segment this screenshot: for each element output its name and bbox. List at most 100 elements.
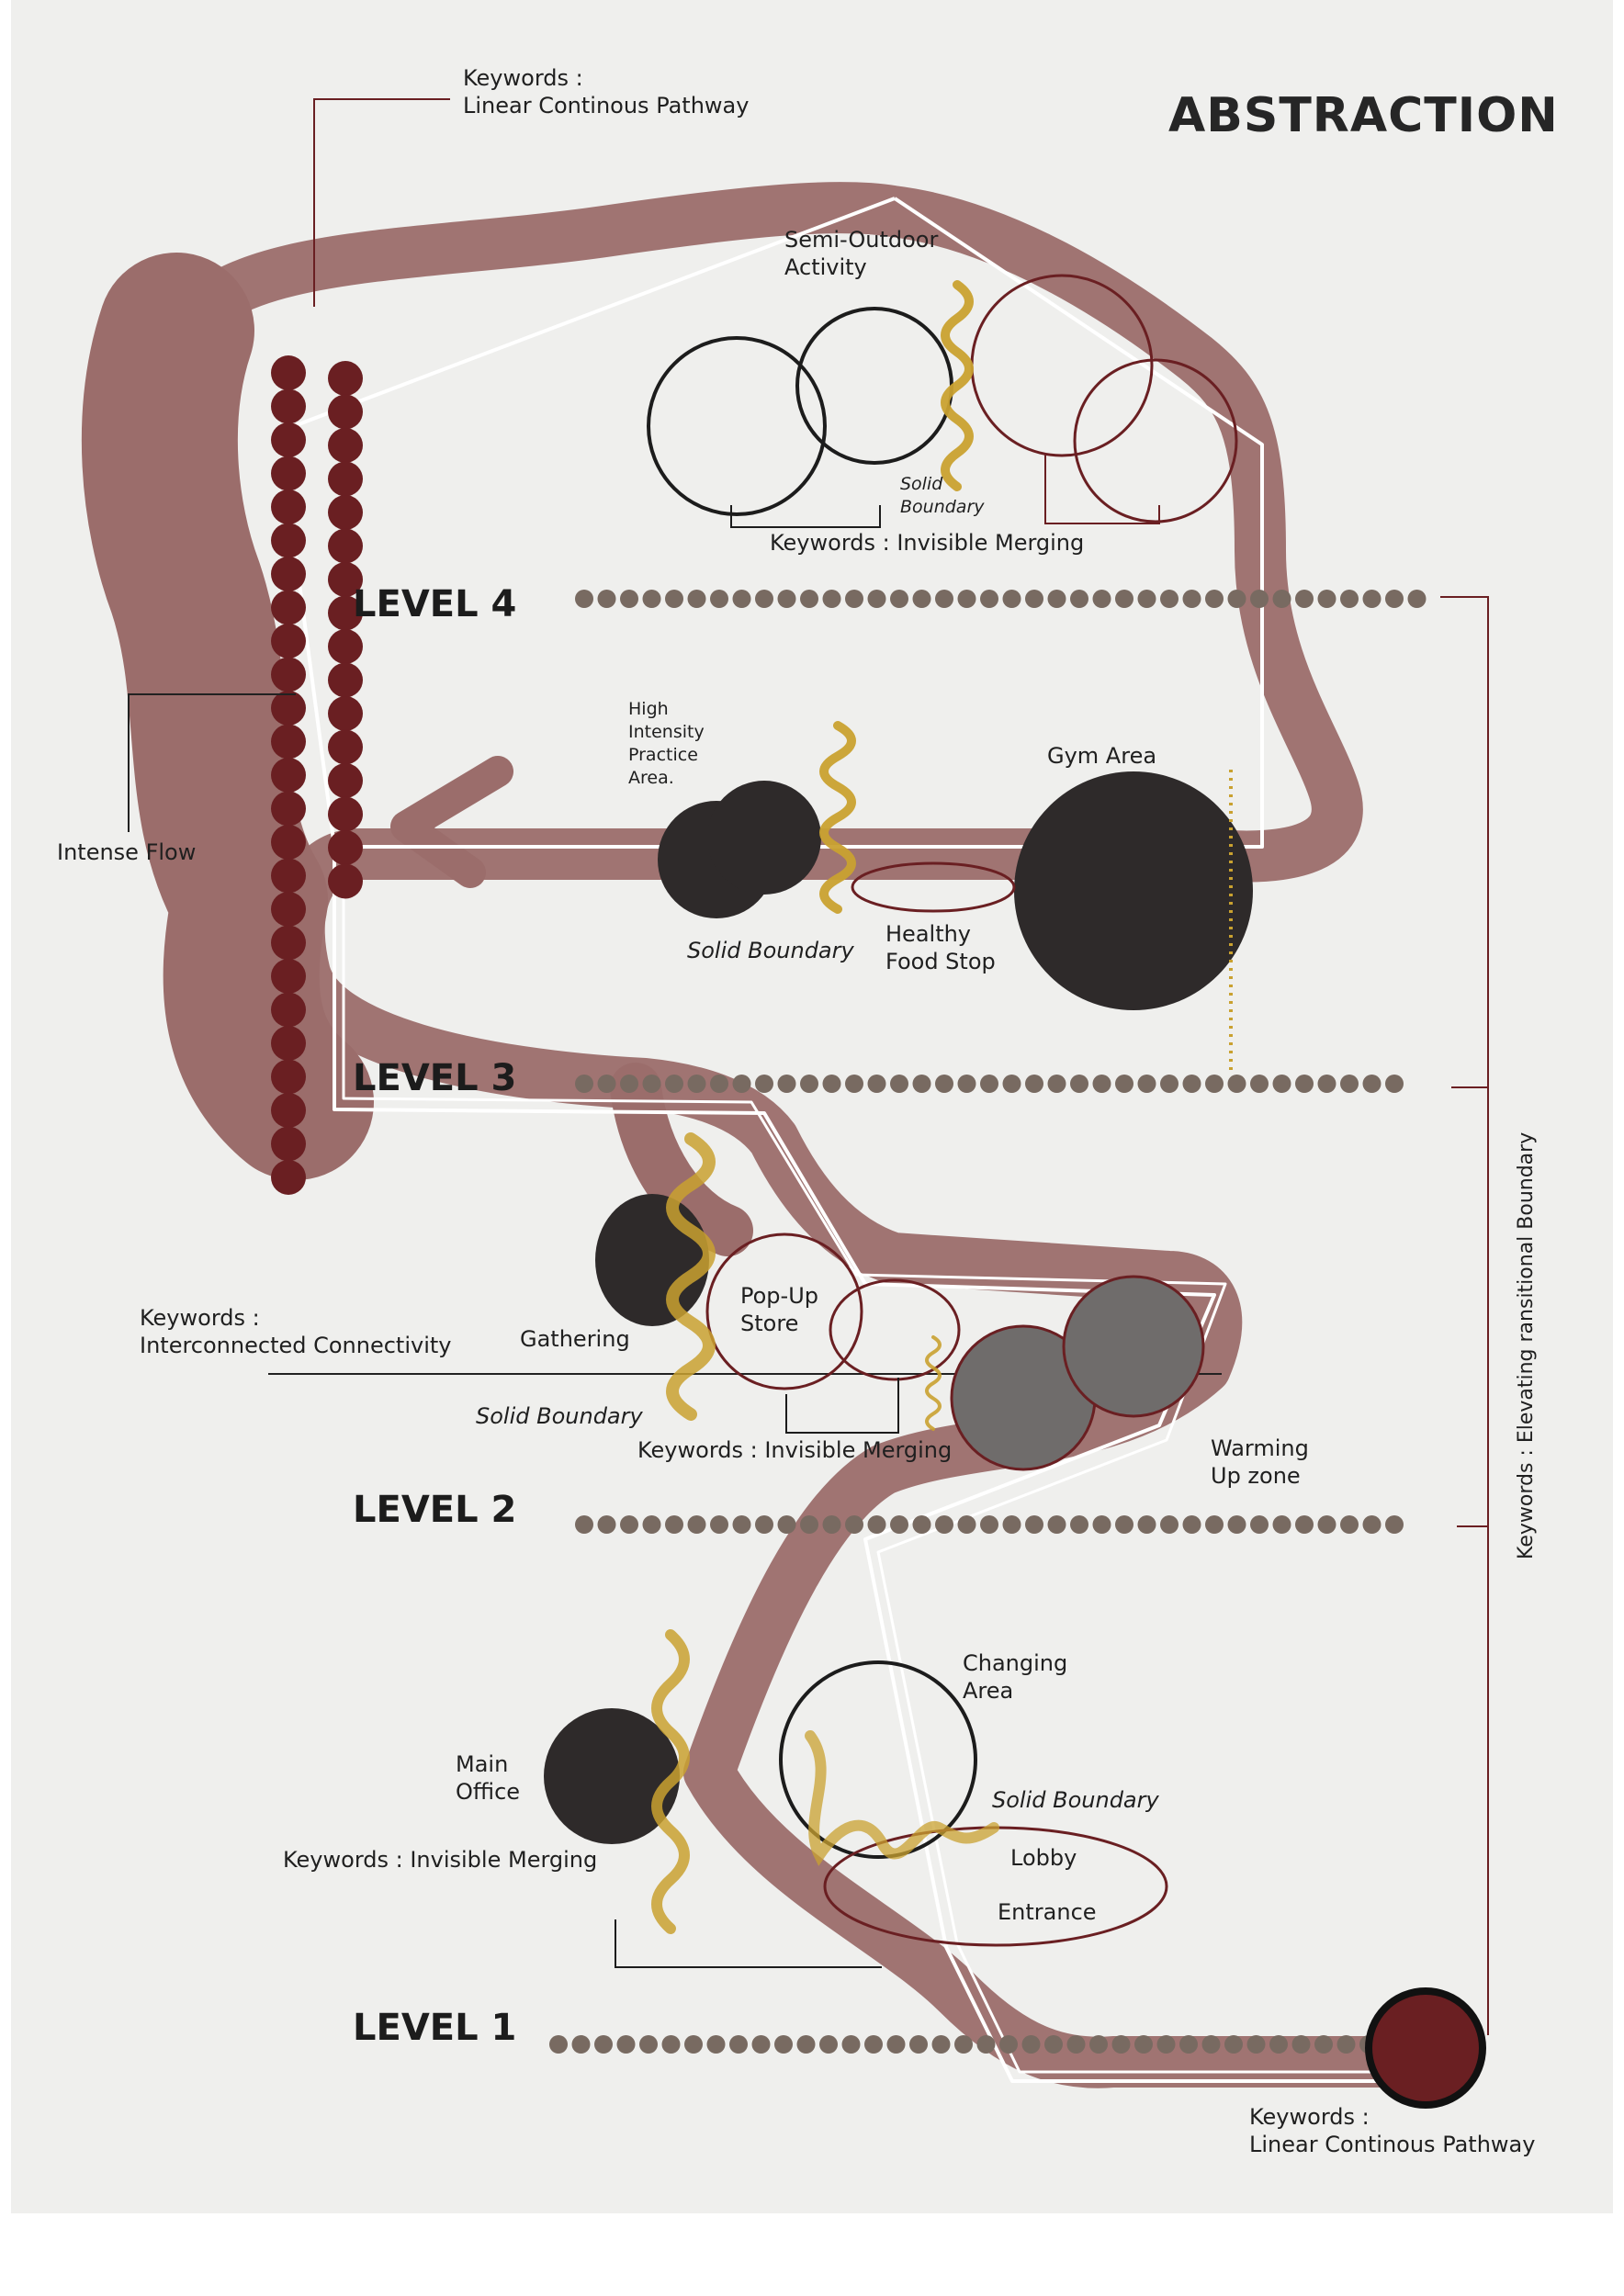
level-1-dot — [751, 2035, 771, 2054]
level-4-dot — [1115, 590, 1133, 608]
level-1-dot — [1201, 2035, 1221, 2054]
level-1-dot — [796, 2035, 816, 2054]
intense-flow-dot — [271, 624, 306, 658]
level-2-dot — [1295, 1515, 1314, 1534]
level-3-dot — [1362, 1075, 1382, 1093]
level-1-dot — [1336, 2035, 1356, 2054]
level-1-dot — [1156, 2035, 1176, 2054]
level-3-dot — [1227, 1075, 1246, 1093]
level-3-dot — [867, 1075, 886, 1093]
level-3-dot — [597, 1075, 616, 1093]
level-1-dot — [1111, 2035, 1131, 2054]
flow-band-main — [160, 182, 1405, 2088]
keywords-invisible-merging-level2: Keywords : Invisible Merging — [637, 1437, 953, 1463]
level-4-dot — [1362, 590, 1382, 608]
level-4-dot — [890, 590, 908, 608]
level-4-dot — [1272, 590, 1291, 608]
level-2-dot — [845, 1515, 863, 1534]
label-high-intensity-practice: High Intensity Practice Area. — [628, 699, 705, 788]
label-solid-boundary-level2: Solid Boundary — [476, 1403, 643, 1429]
level-4-dot — [980, 590, 998, 608]
intense-flow-dot — [271, 791, 306, 827]
level-2-dot — [1205, 1515, 1224, 1534]
level-1-dot — [729, 2035, 748, 2054]
level-2-dot — [822, 1515, 841, 1534]
level-3-label: LEVEL 3 — [353, 1057, 517, 1099]
bracket-level2 — [785, 1378, 899, 1434]
level-2-label: LEVEL 2 — [353, 1489, 517, 1531]
level-3-dot — [1295, 1075, 1314, 1093]
pop-up-secondary-ellipse — [829, 1278, 961, 1381]
level-2-dot — [980, 1515, 998, 1534]
leader-line-elevating — [1440, 596, 1489, 2035]
level-4-dot — [687, 590, 706, 608]
level-2-dot — [1115, 1515, 1133, 1534]
level-1-dot — [549, 2035, 568, 2054]
level-4-dot — [755, 590, 773, 608]
level-1-dot — [1021, 2035, 1041, 2054]
solid-boundary-wave-level1 — [651, 1629, 690, 1934]
intense-flow-dot — [271, 724, 306, 760]
level-2-dot — [1362, 1515, 1382, 1534]
label-gathering: Gathering — [520, 1326, 630, 1352]
level-1-dot — [931, 2035, 951, 2054]
level-1-dot — [684, 2035, 703, 2054]
level-3-dot — [1182, 1075, 1201, 1093]
abstraction-diagram — [81, 98, 1489, 2109]
level-3-dot — [642, 1075, 661, 1093]
level-4-dot — [1250, 590, 1269, 608]
level-4-dot — [1160, 590, 1179, 608]
level-2-dot — [1002, 1515, 1021, 1534]
level-2-dot — [710, 1515, 728, 1534]
level-2-dot — [665, 1515, 683, 1534]
solid-boundary-wave-level2 — [666, 1132, 716, 1421]
level-4-dot — [732, 590, 751, 608]
intense-flow-dot — [328, 394, 363, 430]
level-2-dot — [755, 1515, 773, 1534]
intense-flow-dot — [328, 729, 363, 765]
level-3-dot — [687, 1075, 706, 1093]
level-1-dot — [909, 2035, 928, 2054]
level-1-dot — [864, 2035, 883, 2054]
intense-flow-dot — [271, 1093, 306, 1128]
level-1-dot — [616, 2035, 636, 2054]
level-4-dot — [912, 590, 931, 608]
level-3-dot — [1317, 1075, 1336, 1093]
intense-flow-dot — [271, 523, 306, 558]
intense-flow-dot — [328, 528, 363, 564]
intense-flow-dot — [271, 959, 306, 994]
intense-flow-dot — [328, 495, 363, 530]
level-2-dot — [1385, 1515, 1404, 1534]
level-2-dot — [1137, 1515, 1156, 1534]
level-2-dot — [1250, 1515, 1269, 1534]
solid-boundary-wave-level3 — [819, 721, 856, 914]
level-2-dot — [642, 1515, 661, 1534]
level-2-dot — [800, 1515, 818, 1534]
level-3-dot — [890, 1075, 908, 1093]
level-2-dot — [957, 1515, 976, 1534]
label-lobby: Lobby — [1010, 1845, 1077, 1871]
main-office-circle — [544, 1708, 680, 1844]
intense-flow-dot — [271, 992, 306, 1028]
intense-flow-dot — [271, 925, 306, 961]
level-3-dot — [800, 1075, 818, 1093]
keywords-invisible-merging-level1: Keywords : Invisible Merging — [283, 1847, 598, 1873]
healthy-food-stop-ellipse — [851, 861, 1016, 913]
level-2-dot — [912, 1515, 931, 1534]
intense-flow-dot — [271, 422, 306, 457]
intense-flow-dot — [328, 461, 363, 497]
level-1-dot — [819, 2035, 838, 2054]
level-2-dot — [620, 1515, 638, 1534]
intense-flow-dot — [328, 696, 363, 731]
bracket-level4-left — [730, 505, 881, 528]
intense-flow-dot — [271, 1026, 306, 1061]
level-1-dot — [661, 2035, 681, 2054]
level-2-dot — [1092, 1515, 1111, 1534]
intense-flow-dot — [271, 825, 306, 860]
pop-up-store-circle — [705, 1232, 863, 1390]
level-3-dot — [1340, 1075, 1359, 1093]
level-4-dot — [597, 590, 616, 608]
flow-band-left-wide — [81, 253, 374, 1180]
level-4-dot — [777, 590, 796, 608]
level-3-dot — [1385, 1075, 1404, 1093]
